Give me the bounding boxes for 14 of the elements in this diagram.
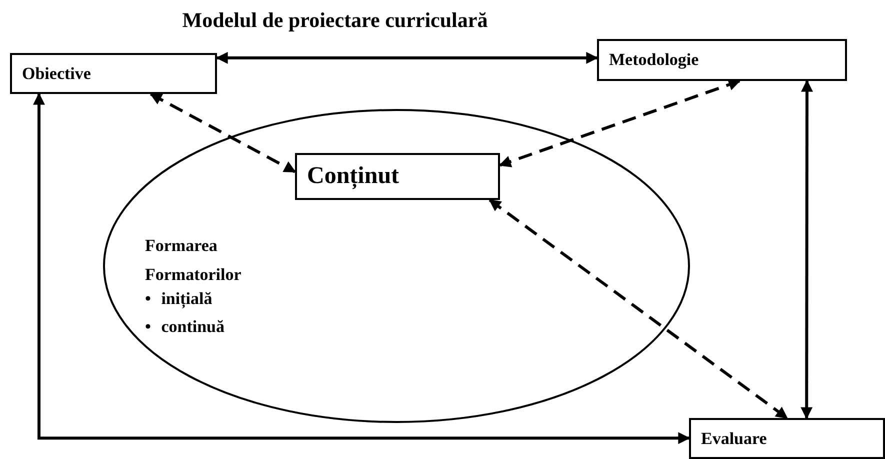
arrow: [32, 92, 690, 444]
concept-box: Obiective: [10, 53, 217, 94]
arrow: [216, 52, 598, 64]
arrow: [488, 198, 788, 420]
arrow: [498, 78, 741, 168]
bullet-item: • inițială: [145, 289, 212, 309]
group-label: Formarea Formatorilor: [145, 235, 242, 286]
arrow: [150, 92, 296, 174]
arrow: [800, 80, 813, 420]
concept-box: Metodologie: [597, 39, 847, 81]
concept-box: Conținut: [295, 153, 500, 200]
bullet-item: • continuă: [145, 317, 224, 337]
diagram-title: Modelul de proiectare curriculară: [181, 8, 489, 33]
concept-box: Evaluare: [689, 418, 885, 459]
